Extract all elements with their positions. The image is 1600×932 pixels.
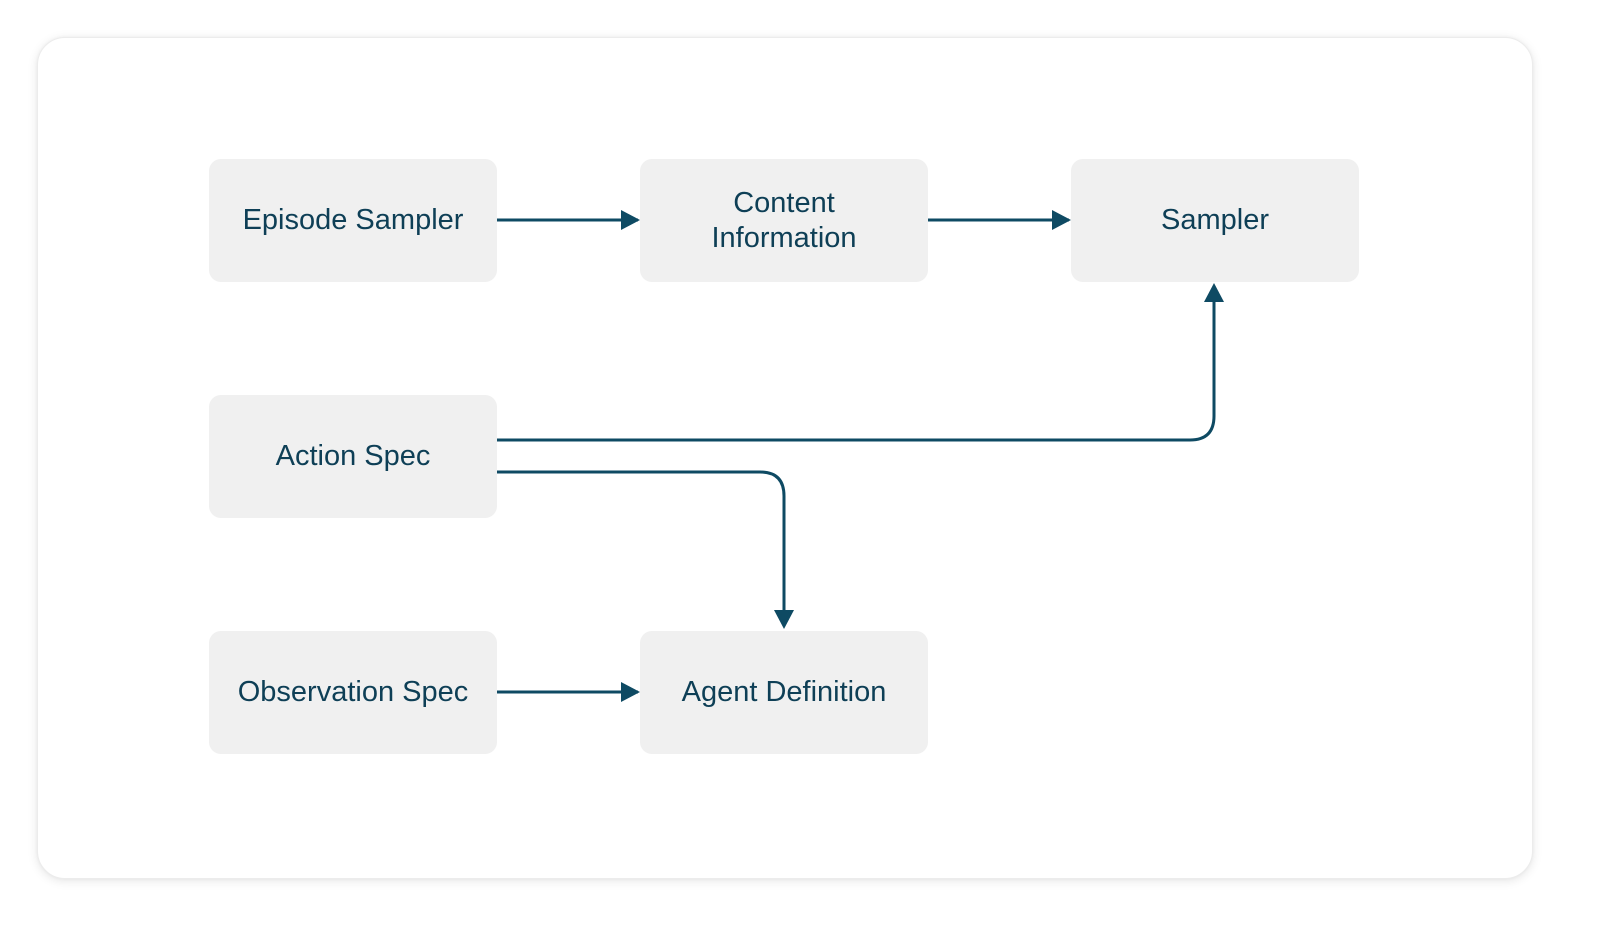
node-observation-spec: Observation Spec [209, 631, 497, 754]
node-agent-definition: Agent Definition [640, 631, 928, 754]
node-sampler: Sampler [1071, 159, 1359, 282]
node-episode-sampler: Episode Sampler [209, 159, 497, 282]
node-action-spec: Action Spec [209, 395, 497, 518]
node-content-information: Content Information [640, 159, 928, 282]
